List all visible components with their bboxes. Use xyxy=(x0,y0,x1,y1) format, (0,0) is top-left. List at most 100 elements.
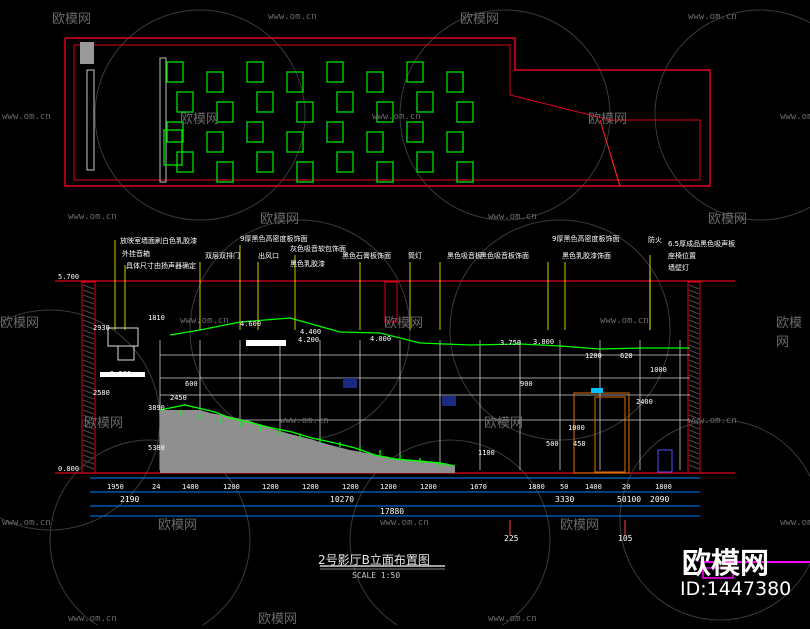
dimension-row1: 1200 xyxy=(262,483,279,491)
watermark-brand: 欧模网 xyxy=(258,612,298,627)
callout-label: 黑色吸音板饰面 xyxy=(480,251,529,260)
seat-mark xyxy=(416,91,434,113)
seat-mark xyxy=(296,161,314,183)
section-dim: 450 xyxy=(573,440,586,448)
elevation-mark: 2.380 xyxy=(110,370,131,378)
seat-mark xyxy=(296,101,314,123)
callout-label: 座椅位置 xyxy=(668,251,696,260)
watermark-site: www.om.cn xyxy=(488,212,537,222)
watermark-site: www.om.cn xyxy=(280,416,329,426)
dimension-row1: 1200 xyxy=(342,483,359,491)
section-dim: 2450 xyxy=(170,394,187,402)
elevation-mark: 3.750 xyxy=(500,339,521,347)
dimension-row1: 1400 xyxy=(182,483,199,491)
watermark-brand: 欧模网 xyxy=(384,316,424,331)
seat-mark xyxy=(256,91,274,113)
callout-label: 黑色乳胶漆 xyxy=(290,259,325,268)
asset-id: ID:1447380 xyxy=(680,578,792,600)
watermark-site: www.om.cn xyxy=(780,112,810,122)
dimension-row2: 50100 xyxy=(617,495,641,504)
watermark-site: www.om.cn xyxy=(688,416,737,426)
watermark-site: www.om.cn xyxy=(68,614,117,624)
callout-label: 外挂音箱 xyxy=(122,249,150,258)
watermark-site: www.om.cn xyxy=(380,518,429,528)
seat-mark xyxy=(246,121,264,143)
dimension-row1: 1200 xyxy=(302,483,319,491)
callout-label: 灰色吸音软包饰面 xyxy=(290,244,346,253)
seat-mark xyxy=(446,131,464,153)
dimension-row2: 10270 xyxy=(330,495,354,504)
section-dim: 620 xyxy=(620,352,633,360)
watermark-site: www.om.cn xyxy=(688,12,737,22)
seat-mark xyxy=(216,161,234,183)
seat-mark xyxy=(166,121,184,143)
watermark-brand: 欧模网 xyxy=(560,518,600,533)
watermark-brand: 欧模网 xyxy=(588,112,628,127)
seat-mark xyxy=(406,121,424,143)
drawing-scale: SCALE 1:50 xyxy=(352,571,401,580)
watermark-brand: 欧模网 xyxy=(484,416,524,431)
dimension-row1: 1950 xyxy=(107,483,124,491)
section-dim: 2580 xyxy=(93,389,110,397)
section-dim: 5380 xyxy=(148,444,165,452)
seat-mark xyxy=(366,71,384,93)
callout-label: 筒灯 xyxy=(408,251,422,260)
callout-label: 防火 xyxy=(648,235,662,244)
elevation-mark: 3.800 xyxy=(533,338,554,346)
watermark-brand: 欧模网 xyxy=(84,416,124,431)
seat-mark xyxy=(206,131,224,153)
drawing-title: 2号影厅B立面布置图 xyxy=(318,553,430,567)
dimension-row1: 1200 xyxy=(223,483,240,491)
dimension-row1: 1200 xyxy=(420,483,437,491)
seat-mark xyxy=(446,71,464,93)
dimension-row1: 1400 xyxy=(585,483,602,491)
elevation-mark: 5.700 xyxy=(58,273,79,281)
section-dim: 900 xyxy=(520,380,533,388)
watermark-brand: 欧模网 xyxy=(460,12,500,27)
section-dim: 3890 xyxy=(148,404,165,412)
watermark-site: www.om.cn xyxy=(780,518,810,528)
dimension-row1: 1200 xyxy=(380,483,397,491)
seat-mark xyxy=(456,101,474,123)
dimension-total: 17880 xyxy=(380,507,404,516)
dimension-row2: 2190 xyxy=(120,495,139,504)
seat-mark xyxy=(336,151,354,173)
dimension-row1: 1800 xyxy=(655,483,672,491)
dimension-row2: 3330 xyxy=(555,495,574,504)
grid-marker: 105 xyxy=(618,534,633,543)
section-dim: 600 xyxy=(185,380,198,388)
elevation-mark: 4.200 xyxy=(298,336,319,344)
section-dim: 2930 xyxy=(93,324,110,332)
watermark-site: www.om.cn xyxy=(488,614,537,624)
seat-mark xyxy=(416,151,434,173)
elevation-mark: 0.000 xyxy=(58,465,79,473)
seat-mark xyxy=(376,161,394,183)
plan-view xyxy=(64,37,711,187)
seat-mark xyxy=(216,101,234,123)
elevation-mark: 4.000 xyxy=(370,335,391,343)
callout-label: 黑色吸音板 xyxy=(447,251,482,260)
section-dim: 500 xyxy=(546,440,559,448)
elevation-view xyxy=(55,240,810,579)
callout-label: 具体尺寸由扬声器确定 xyxy=(126,261,196,270)
dimension-row1: 20 xyxy=(622,483,630,491)
seat-mark xyxy=(286,71,304,93)
callout-label: 黑色乳胶漆饰面 xyxy=(562,251,611,260)
watermark-site: www.om.cn xyxy=(180,316,229,326)
callout-label: 出风口 xyxy=(258,251,279,260)
callout-label: 墙壁灯 xyxy=(668,263,689,272)
section-dim: 1100 xyxy=(478,449,495,457)
watermark-brand: 欧模网 xyxy=(708,212,748,227)
callout-label: 双层双排门 xyxy=(205,251,240,260)
section-dim: 1000 xyxy=(650,366,667,374)
elevation-mark: 4.400 xyxy=(300,328,321,336)
seat-mark xyxy=(406,61,424,83)
seat-mark xyxy=(206,71,224,93)
seat-mark xyxy=(176,151,194,173)
section-dim: 1200 xyxy=(585,352,602,360)
watermark-brand: 欧模网 xyxy=(52,12,92,27)
watermark-brand: 欧模网 xyxy=(776,316,803,350)
seat-mark xyxy=(256,151,274,173)
